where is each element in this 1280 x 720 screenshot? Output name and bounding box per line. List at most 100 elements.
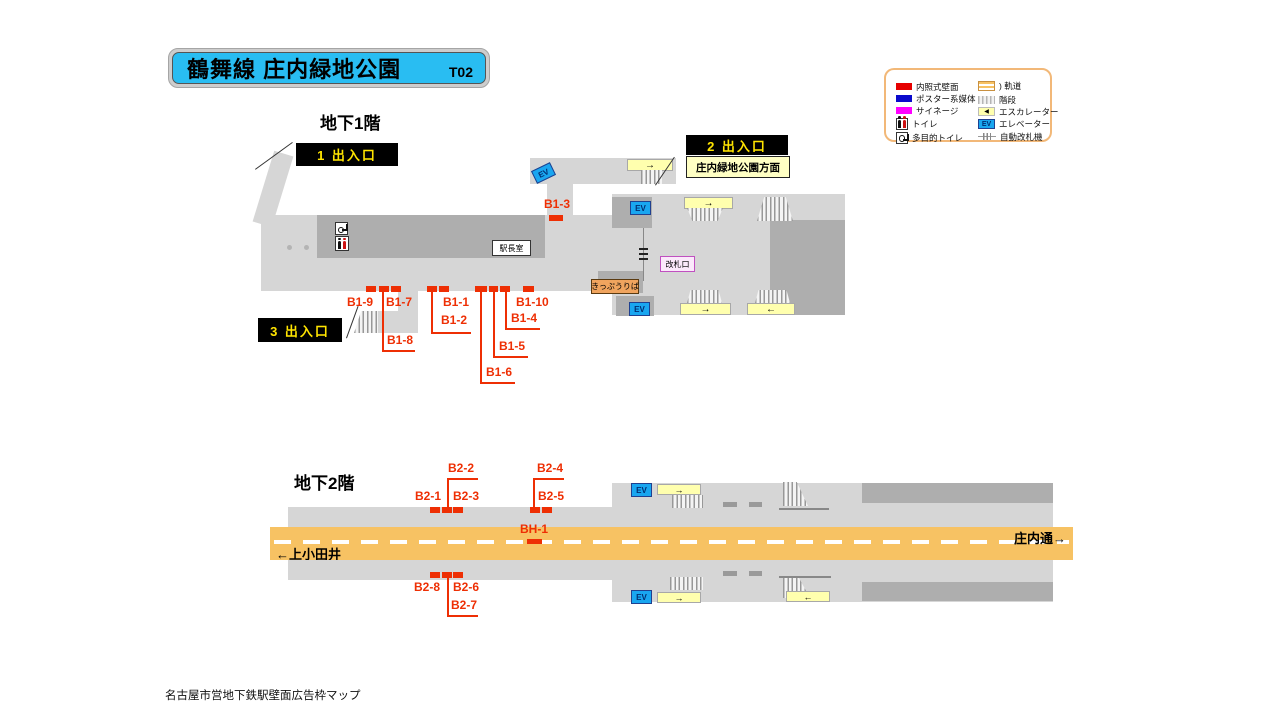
exit3-corridor [376, 311, 418, 333]
leader-line [493, 292, 495, 356]
legend: 内照式壁面 ポスター系媒体 サイネージ トイレ 多目的トイレ ) 軌道 階段 ◀ [884, 68, 1059, 144]
legend-item-toilet: トイレ [896, 116, 938, 130]
legend-item-accessible-toilet: 多目的トイレ [896, 131, 963, 144]
wall-dash [723, 502, 737, 507]
stairs-icon [641, 170, 662, 184]
station-code-badge: T02 [448, 64, 473, 80]
escalator-icon: → [684, 197, 733, 209]
pillar [304, 245, 309, 250]
ad-label-b2-6: B2-6 [453, 580, 480, 594]
exit2-label: 2 出入口 [686, 135, 788, 155]
ticket-office-label: きっぷうりば [591, 279, 639, 294]
ad-label-b1-3: B1-3 [544, 197, 571, 211]
ad-mark-b1-2 [427, 286, 437, 292]
footer-caption: 名古屋市営地下鉄駅壁面広告枠マップ [165, 690, 361, 702]
leader-line [382, 350, 415, 352]
direction-label-right: 庄内通→ [1014, 531, 1067, 546]
legend-label: 多目的トイレ [912, 132, 964, 143]
station-office-box: 駅長室 [492, 240, 531, 256]
legend-label: ポスター系媒体 [916, 93, 976, 104]
leader-line [382, 292, 384, 350]
ad-label-b2-8: B2-8 [414, 580, 441, 594]
legend-label: エスカレーター [999, 106, 1059, 117]
legend-label: 自動改札機 [1000, 131, 1043, 142]
stairs-icon [687, 290, 722, 303]
wall-dash [749, 571, 762, 576]
b2-floor-title: 地下2階 [294, 474, 355, 493]
exit2-destination-label: 庄内緑地公園方面 [686, 156, 790, 178]
line-station-title: 鶴舞線 庄内緑地公園 [187, 57, 402, 82]
track-centerline [274, 540, 1069, 544]
leader-line [480, 292, 482, 382]
direction-label-left: ←上小田井 [276, 547, 342, 562]
ad-mark-b2-8 [430, 572, 440, 578]
elevator-badge: EV [629, 302, 650, 316]
ad-label-b1-9: B1-9 [347, 295, 374, 309]
wheelchair-icon [896, 131, 909, 144]
b2-upper-back-block [862, 483, 1053, 503]
escalator-icon: → [657, 592, 701, 603]
ad-label-b1-1: B1-1 [443, 295, 470, 309]
ad-mark-b1-6 [475, 286, 487, 292]
stairs-icon [687, 208, 723, 221]
ad-label-bh-1: BH-1 [520, 522, 549, 536]
escalator-icon: → [680, 303, 731, 315]
leader-line [447, 615, 478, 617]
b2-lower-platform [288, 560, 1053, 580]
elevator-badge: EV [631, 483, 652, 497]
ad-label-b1-4: B1-4 [511, 311, 538, 325]
ad-label-b2-1: B2-1 [415, 489, 442, 503]
ad-mark-b2-4 [530, 507, 540, 513]
track-swatch-icon [978, 81, 995, 91]
elevator-badge: EV [631, 590, 652, 604]
stairs-icon [672, 495, 703, 508]
exit3-wall-line [346, 306, 359, 339]
wheelchair-icon [335, 222, 348, 235]
station-title-inner: 鶴舞線 庄内緑地公園 T02 [172, 52, 486, 84]
ad-label-b1-5: B1-5 [499, 339, 526, 353]
leader-line [480, 382, 515, 384]
leader-line [447, 479, 449, 507]
leader-line [447, 578, 449, 616]
wall-dash [749, 502, 762, 507]
leader-line [431, 292, 433, 332]
exit3-label: 3 出入口 [258, 318, 342, 342]
escalator-icon: ← [747, 303, 795, 315]
legend-label: エレベーター [999, 119, 1051, 129]
ad-label-b1-2: B1-2 [441, 313, 468, 327]
ad-label-b1-10: B1-10 [516, 295, 549, 309]
toilet-icon [896, 116, 908, 130]
ad-mark-b1-10 [523, 286, 534, 292]
wall-dash [723, 571, 737, 576]
escalator-icon: → [657, 484, 701, 495]
legend-item-stairs: 階段 [978, 94, 1016, 105]
b2-lower-back-block [862, 582, 1053, 601]
legend-label: 内照式壁面 [916, 81, 959, 92]
ad-label-b1-8: B1-8 [387, 333, 414, 347]
escalator-swatch-icon: ◀ [978, 107, 995, 116]
toilet-icon [335, 236, 349, 251]
stairs-icon [670, 577, 703, 590]
ad-label-b2-4: B2-4 [537, 461, 564, 475]
ad-label-b1-6: B1-6 [486, 365, 513, 379]
ad-mark-b1-5 [489, 286, 498, 292]
legend-item-ticket-gate: 自動改札機 [978, 131, 1043, 142]
exit1-label: 1 出入口 [296, 143, 398, 166]
station-title-bar: 鶴舞線 庄内緑地公園 T02 [168, 48, 490, 88]
legend-item-escalator: ◀ エスカレーター [978, 106, 1059, 117]
platform-edge-line [779, 508, 829, 510]
ad-label-b1-7: B1-7 [386, 295, 413, 309]
ad-label-b2-7: B2-7 [451, 598, 478, 612]
leader-line [505, 328, 540, 330]
ad-mark-b2-5 [542, 507, 552, 513]
exit2-connector [547, 182, 573, 218]
ad-mark-b1-9 [366, 286, 376, 292]
leader-line [431, 332, 471, 334]
ad-mark-b1-1 [439, 286, 449, 292]
exit3-stairs-icon [354, 311, 378, 333]
elevator-swatch-icon: EV [978, 119, 995, 129]
ad-mark-b2-3 [453, 507, 463, 513]
stairs-icon [755, 290, 790, 303]
ad-mark-b1-7 [391, 286, 401, 292]
b1-floor-title: 地下1階 [320, 114, 381, 133]
